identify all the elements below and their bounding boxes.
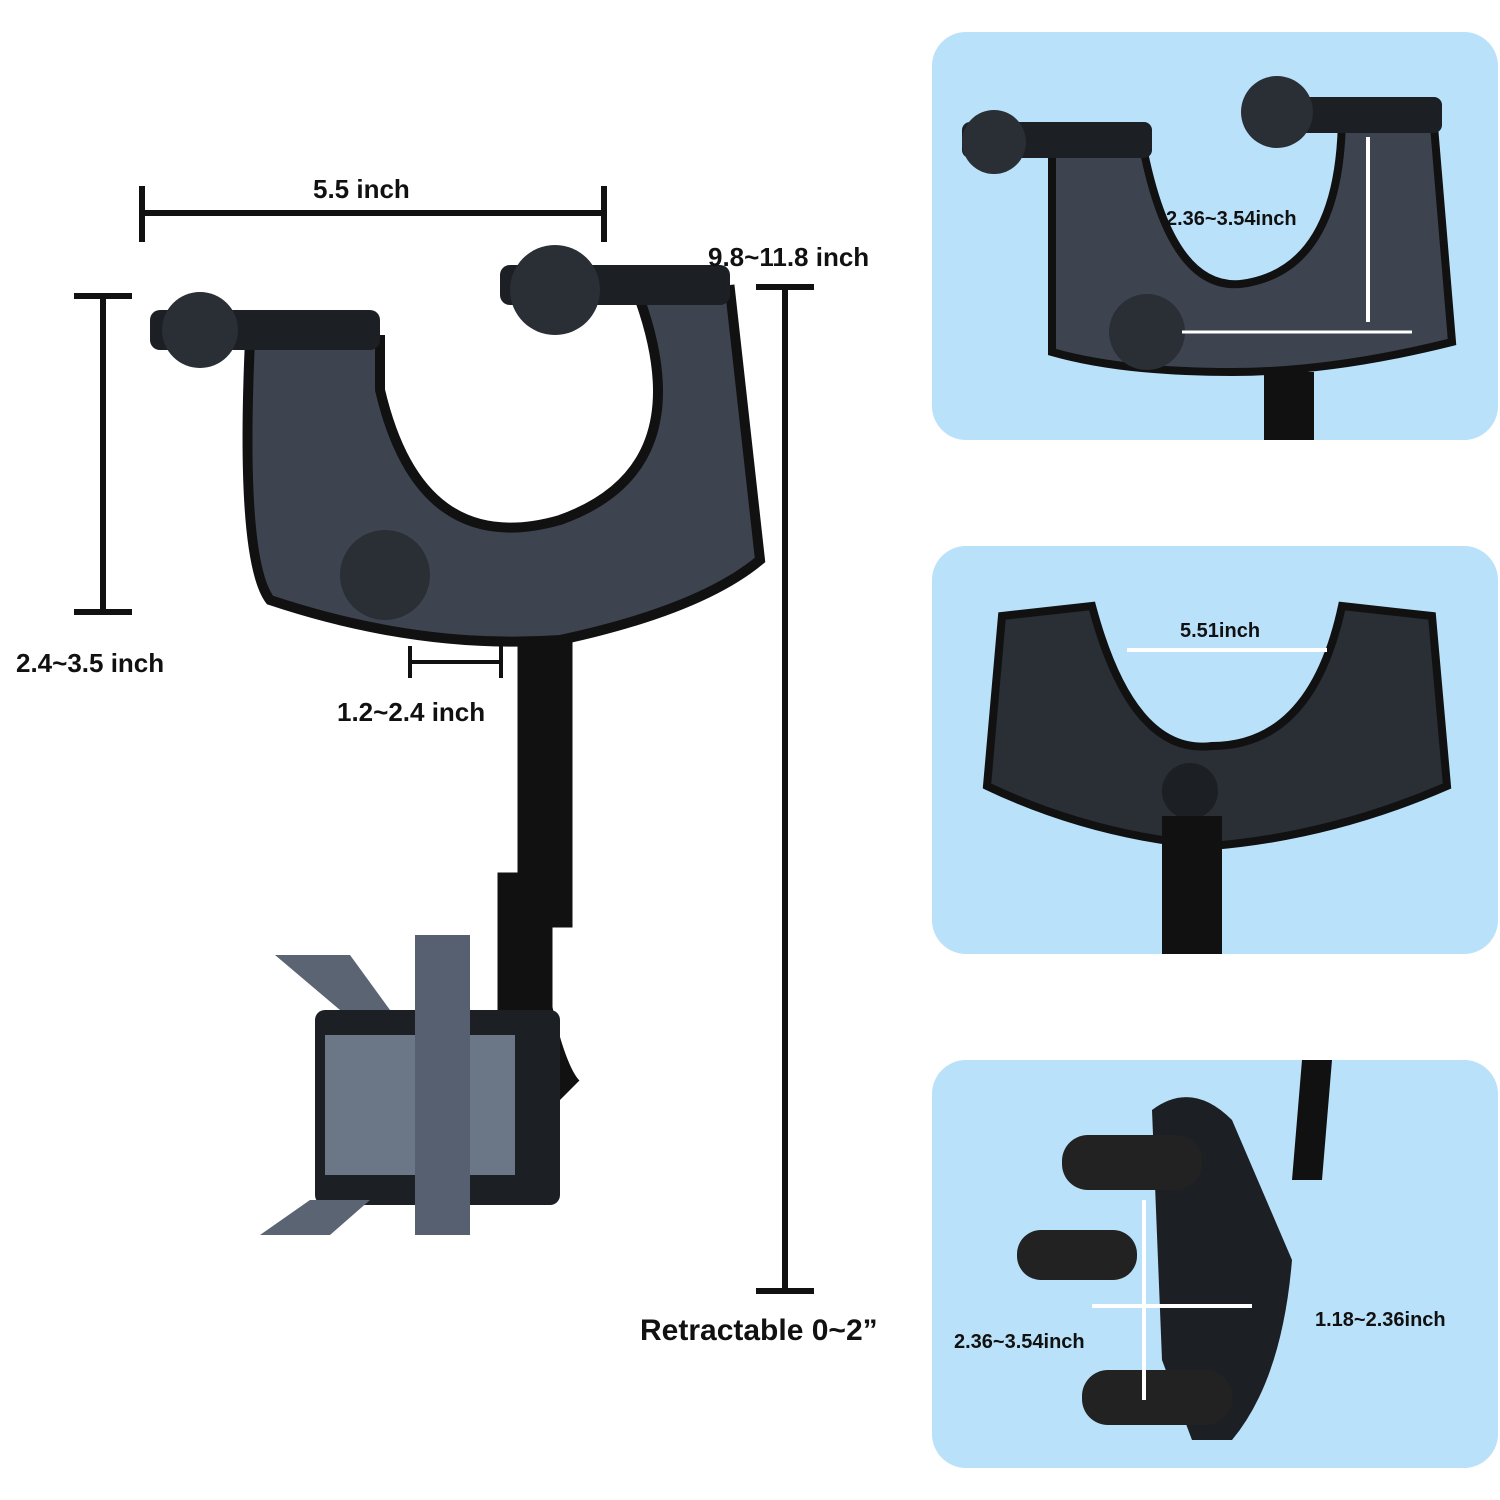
width-dimension-line: [142, 210, 604, 216]
gap-dimension-line: [410, 660, 502, 664]
clamp-knob: [340, 530, 430, 620]
detail-panel-side: 2.36~3.54inch 1.18~2.36inch: [932, 1060, 1498, 1468]
mirror-clamp: [150, 245, 766, 647]
detail-panel-clamp-height: 2.36~3.54inch: [932, 32, 1498, 440]
width-dimension-cap: [139, 186, 145, 242]
gap-dimension-cap: [499, 646, 503, 678]
height-label: 2.4~3.5 inch: [16, 648, 165, 678]
length-dimension-cap: [756, 1288, 814, 1294]
length-dimension-line: [782, 287, 788, 1291]
back-detail-illustration: [982, 601, 1452, 954]
side-depth-label: 1.18~2.36inch: [1315, 1309, 1446, 1331]
gap-dimension-cap: [408, 646, 412, 678]
clamp-knob: [510, 245, 600, 335]
length-dimension-cap: [756, 284, 814, 290]
height-dimension-cap: [74, 609, 132, 615]
retractable-label: Retractable 0~2”: [640, 1314, 878, 1347]
side-height-label: 2.36~3.54inch: [954, 1331, 1085, 1353]
phone-cradle: [260, 935, 560, 1235]
detail-panel-width: 5.51inch: [932, 546, 1498, 954]
width-label: 5.5 inch: [313, 174, 410, 204]
width-detail-label: 5.51inch: [1180, 620, 1261, 642]
height-dimension-cap: [74, 293, 132, 299]
gap-label: 1.2~2.4 inch: [337, 697, 486, 727]
height-dimension-line: [100, 296, 106, 612]
clamp-detail-illustration: [962, 76, 1457, 440]
phone-holder-illustration: [150, 245, 766, 1235]
clamp-height-label: 2.36~3.54inch: [1166, 208, 1297, 230]
clamp-knob: [162, 292, 238, 368]
length-label: 9.8~11.8 inch: [708, 242, 870, 272]
width-dimension-cap: [601, 186, 607, 242]
side-detail-illustration: [1017, 1060, 1332, 1440]
